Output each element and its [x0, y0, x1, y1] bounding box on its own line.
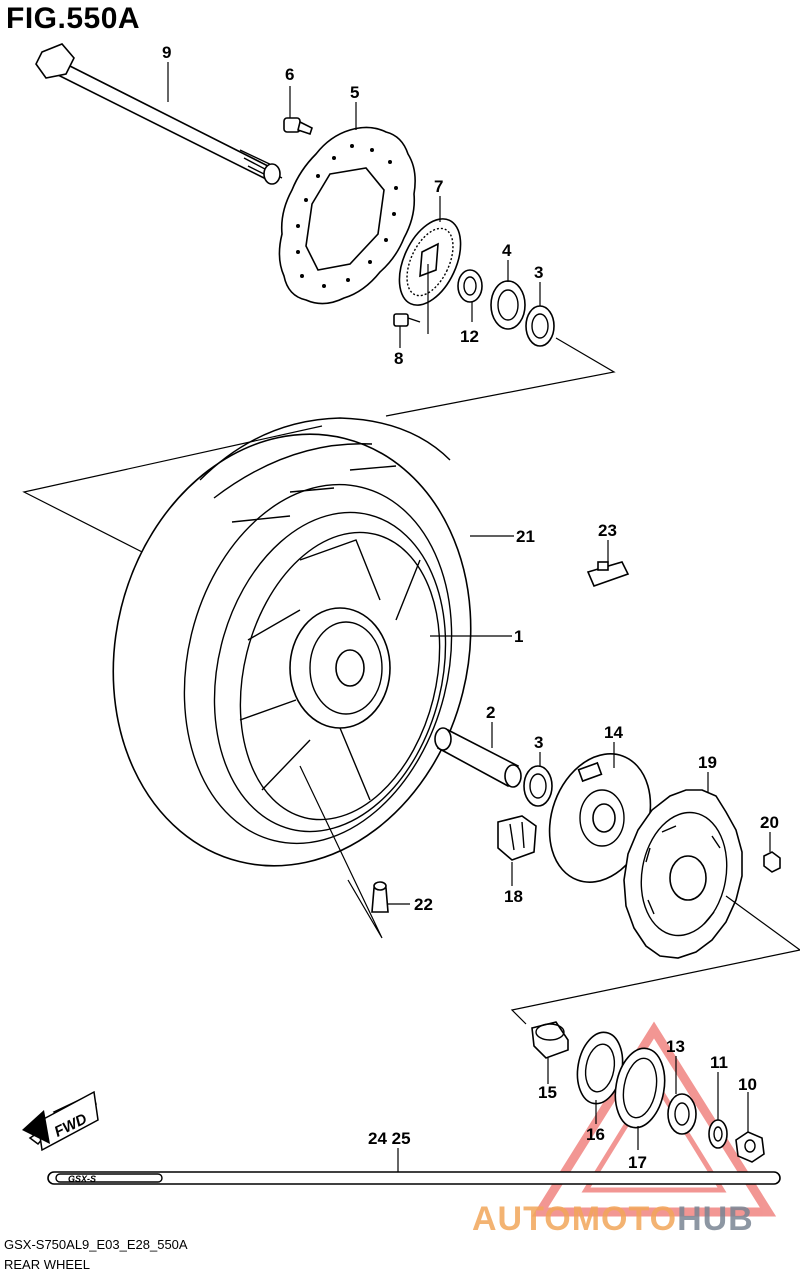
- callout-11: 11: [710, 1053, 728, 1072]
- spacer-12: [457, 269, 483, 303]
- callout-9: 9: [162, 43, 171, 62]
- callout-18: 18: [504, 887, 523, 906]
- bushing-15: [531, 1021, 569, 1059]
- callout-labels: 9 6 5 7 4 3 12 8 21 23 1 2 3 14 19 20 18…: [162, 43, 779, 1172]
- watermark-logo: AUTOMOTOHUB: [472, 1200, 754, 1239]
- callout-13: 13: [666, 1037, 685, 1056]
- guide-line-lower: [510, 895, 800, 1025]
- abs-sensor-ring: [398, 218, 462, 306]
- rear-sprocket: [623, 789, 743, 959]
- spacer-13: [667, 1093, 697, 1135]
- watermark-part-b: HUB: [677, 1200, 754, 1238]
- callout-21: 21: [516, 527, 535, 546]
- brake-disc: [278, 126, 416, 305]
- callout-12: 12: [460, 327, 479, 346]
- callout-5: 5: [350, 83, 359, 102]
- bearing-3-lower: [523, 765, 553, 807]
- oil-seal-4: [490, 280, 526, 330]
- callout-1: 1: [514, 627, 523, 646]
- rim-stripe: GSX-S: [47, 1171, 781, 1185]
- stripe-label: GSX-S: [68, 1174, 96, 1184]
- callout-15: 15: [538, 1083, 557, 1102]
- callout-17: 17: [628, 1153, 647, 1172]
- wheel-rim: [213, 511, 447, 833]
- callout-10: 10: [738, 1075, 757, 1094]
- callout-6: 6: [285, 65, 294, 84]
- callout-24-25: 24 25: [368, 1129, 411, 1148]
- callout-2: 2: [486, 703, 495, 722]
- callout-20: 20: [760, 813, 779, 832]
- watermark-triangle-icon: [531, 1021, 777, 1217]
- callout-4: 4: [502, 241, 512, 260]
- watermark-part-a: AUTOMOTO: [472, 1200, 678, 1238]
- figure-title: FIG.550A: [6, 2, 141, 35]
- valve-guide-line: [299, 765, 383, 939]
- figure-caption: REAR WHEEL: [4, 1257, 90, 1272]
- callout-3-upper: 3: [534, 263, 543, 282]
- callout-14: 14: [604, 723, 623, 742]
- leader-lines: [167, 62, 771, 1172]
- callout-22: 22: [414, 895, 433, 914]
- bearing-16: [576, 1031, 624, 1105]
- rear-axle: [35, 43, 283, 185]
- callout-16: 16: [586, 1125, 605, 1144]
- callout-8: 8: [394, 349, 403, 368]
- wheel-spacer-2: [434, 727, 522, 788]
- sensor-ring-screw: [393, 313, 421, 327]
- figure-footer: GSX-S750AL9_E03_E28_550A REAR WHEEL: [4, 1235, 188, 1275]
- model-code: GSX-S750AL9_E03_E28_550A: [4, 1237, 188, 1252]
- callout-19: 19: [698, 753, 717, 772]
- callout-7: 7: [434, 177, 443, 196]
- fwd-arrow-icon: FWD: [22, 1090, 99, 1152]
- washer-11: [708, 1119, 728, 1149]
- callout-23: 23: [598, 521, 617, 540]
- sprocket-nut-20: [763, 851, 781, 873]
- axle-nut-10: [735, 1131, 765, 1163]
- oil-seal-17: [614, 1047, 666, 1129]
- callout-3-lower: 3: [534, 733, 543, 752]
- bearing-3-upper: [525, 305, 555, 347]
- sprocket-damper: [497, 815, 537, 861]
- disc-bolt: [283, 117, 313, 136]
- guide-line-upper: [22, 337, 616, 557]
- air-valve: [371, 881, 389, 913]
- wheel-balancer: [586, 561, 630, 588]
